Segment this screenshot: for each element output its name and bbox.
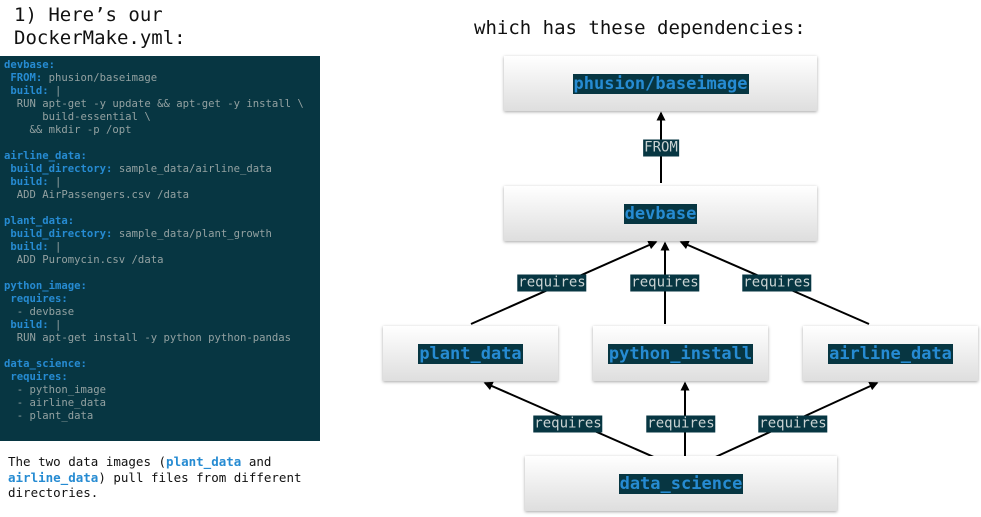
code-line: - python_image xyxy=(4,384,320,397)
note-airline-data: airline_data xyxy=(8,469,99,485)
diagram-title: which has these dependencies: xyxy=(474,17,806,39)
edge-label-requires-ds-plant: requires xyxy=(533,415,603,433)
code-line: requires: xyxy=(4,293,320,306)
node-phusion-baseimage: phusion/baseimage xyxy=(504,56,817,111)
code-line: RUN apt-get install -y python python-pan… xyxy=(4,332,320,345)
note-suffix: ) pull files from different directories. xyxy=(8,469,302,501)
code-value: build-essential \ xyxy=(4,111,151,123)
note-text: The two data images (plant_data and airl… xyxy=(8,454,318,501)
edge-label-from: FROM xyxy=(643,139,679,157)
edge-label-requires-plant-devbase: requires xyxy=(517,274,587,292)
code-line: - plant_data xyxy=(4,410,320,423)
code-key: build_directory: xyxy=(4,163,113,175)
code-key: build: xyxy=(4,241,49,253)
code-line: build: | xyxy=(4,176,320,189)
heading-line-2: DockerMake.yml: xyxy=(14,27,186,49)
code-key: requires: xyxy=(4,293,68,305)
code-line: devbase: xyxy=(4,59,320,72)
code-line: RUN apt-get -y update && apt-get -y inst… xyxy=(4,98,320,111)
node-label-python-install: python_install xyxy=(607,343,754,364)
code-value: | xyxy=(48,176,62,188)
code-line: build_directory: sample_data/airline_dat… xyxy=(4,163,320,176)
code-value: ADD Puromycin.csv /data xyxy=(4,254,164,266)
code-line: requires: xyxy=(4,371,320,384)
code-line: build_directory: sample_data/plant_growt… xyxy=(4,228,320,241)
heading-line-1: 1) Here’s our xyxy=(14,4,163,26)
code-line: build: | xyxy=(4,85,320,98)
node-label-phusion-baseimage: phusion/baseimage xyxy=(572,73,749,94)
code-value: | xyxy=(48,241,62,253)
code-key: build_directory: xyxy=(4,228,113,240)
code-key: FROM: xyxy=(4,72,43,84)
code-value: - devbase xyxy=(4,306,75,318)
note-prefix: The two data images ( xyxy=(8,454,167,469)
note-and: and xyxy=(241,454,272,469)
edge-label-requires-ds-airline: requires xyxy=(758,415,828,433)
code-line: ADD AirPassengers.csv /data xyxy=(4,189,320,202)
code-value: RUN apt-get install -y python python-pan… xyxy=(4,332,292,344)
code-value: | xyxy=(48,85,62,97)
code-key: build: xyxy=(4,85,49,97)
edge-label-requires-python-devbase: requires xyxy=(630,274,700,292)
node-label-plant-data: plant_data xyxy=(418,343,523,364)
code-key: python_image: xyxy=(4,280,87,292)
code-key: plant_data: xyxy=(4,215,75,227)
code-line: build: | xyxy=(4,241,320,254)
code-line: ADD Puromycin.csv /data xyxy=(4,254,320,267)
code-line: build: | xyxy=(4,319,320,332)
node-airline-data: airline_data xyxy=(803,326,978,381)
code-value: ADD AirPassengers.csv /data xyxy=(4,189,189,201)
edge-label-requires-airline-devbase: requires xyxy=(742,274,812,292)
code-line: airline_data: xyxy=(4,150,320,163)
code-value: RUN apt-get -y update && apt-get -y inst… xyxy=(4,98,304,110)
code-key: build: xyxy=(4,319,49,331)
code-value: | xyxy=(48,319,62,331)
node-devbase: devbase xyxy=(504,186,817,241)
node-label-airline-data: airline_data xyxy=(828,343,953,364)
code-key: airline_data: xyxy=(4,150,87,162)
code-line: FROM: phusion/baseimage xyxy=(4,72,320,85)
node-label-data-science: data_science xyxy=(618,473,744,494)
code-line: build-essential \ xyxy=(4,111,320,124)
code-line: - airline_data xyxy=(4,397,320,410)
node-data-science: data_science xyxy=(525,456,837,511)
code-value: sample_data/plant_growth xyxy=(112,228,272,240)
code-line: && mkdir -p /opt xyxy=(4,124,320,137)
dockermake-code-block: devbase: FROM: phusion/baseimage build: … xyxy=(0,56,320,441)
code-value: sample_data/airline_data xyxy=(112,163,272,175)
code-line: - devbase xyxy=(4,306,320,319)
code-line: data_science: xyxy=(4,358,320,371)
note-plant-data: plant_data xyxy=(166,454,242,469)
code-key: devbase: xyxy=(4,59,56,71)
node-plant-data: plant_data xyxy=(383,326,558,381)
node-python-install: python_install xyxy=(593,326,768,381)
code-value: - plant_data xyxy=(4,410,94,422)
code-value: - airline_data xyxy=(4,397,107,409)
code-line: python_image: xyxy=(4,280,320,293)
code-line: plant_data: xyxy=(4,215,320,228)
code-value: - python_image xyxy=(4,384,107,396)
node-label-devbase: devbase xyxy=(623,203,698,224)
code-value: phusion/baseimage xyxy=(42,72,158,84)
code-key: data_science: xyxy=(4,358,87,370)
edge-label-requires-ds-python: requires xyxy=(646,415,716,433)
code-value: && mkdir -p /opt xyxy=(4,124,132,136)
code-key: build: xyxy=(4,176,49,188)
code-key: requires: xyxy=(4,371,68,383)
